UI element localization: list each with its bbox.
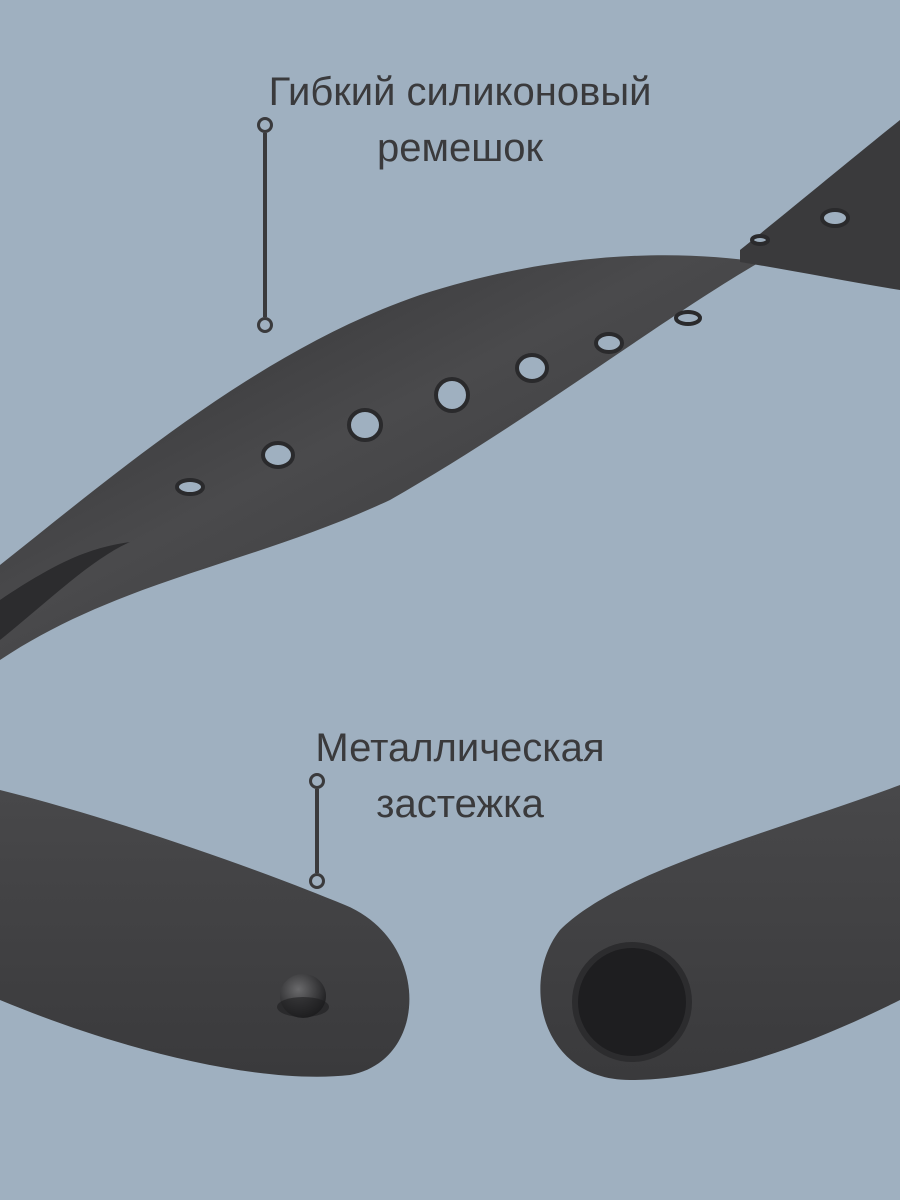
pointer-dot-top xyxy=(309,773,325,789)
clasp-pointer xyxy=(306,773,326,889)
pointer-dot-bottom xyxy=(257,317,273,333)
strap-pointer xyxy=(254,117,274,333)
strap-caption-line1: Гибкий силиконовый xyxy=(268,70,652,114)
strap-caption: Гибкий силиконовый ремешок xyxy=(240,64,680,176)
pointer-dot-top xyxy=(257,117,273,133)
pointer-line xyxy=(263,133,267,317)
pointer-line xyxy=(315,789,319,873)
twisted-strap-ridge xyxy=(0,542,130,640)
pointer-dot-bottom xyxy=(309,873,325,889)
metal-pin xyxy=(277,974,329,1018)
strap-end-left xyxy=(0,790,410,1077)
round-button xyxy=(572,942,692,1062)
twisted-strap-lobe xyxy=(0,255,760,660)
twisted-strap-tail xyxy=(740,120,900,290)
clasp-caption-line2: застежка xyxy=(376,782,544,826)
clasp-caption-line1: Металлическая xyxy=(315,726,605,770)
clasp-caption: Металлическая застежка xyxy=(290,720,630,832)
strap-caption-line2: ремешок xyxy=(376,126,544,170)
strap-holes xyxy=(175,208,850,496)
